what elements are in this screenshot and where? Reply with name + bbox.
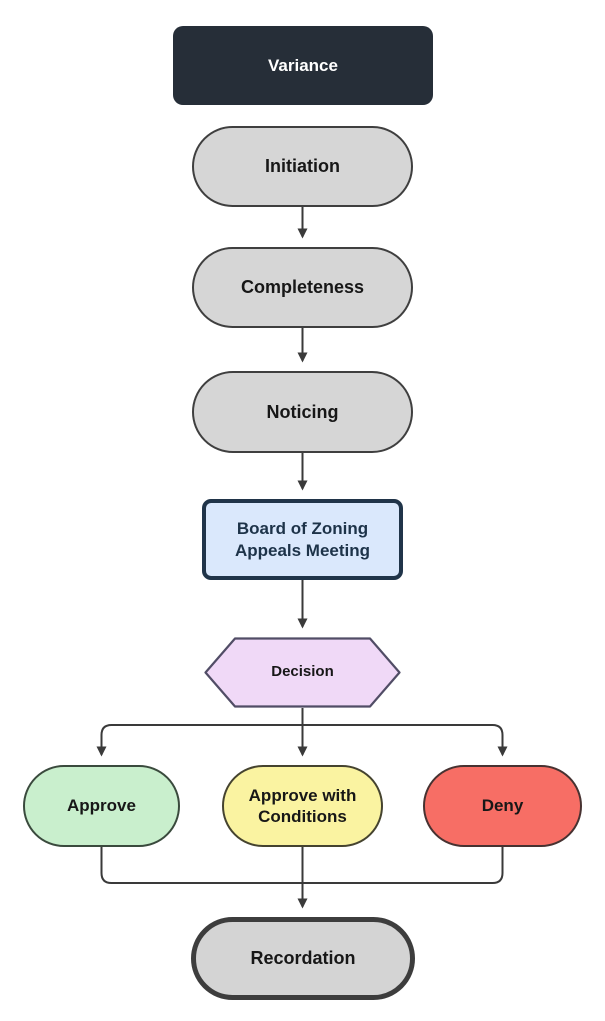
node-approve-with-conditions: Approve with Conditions (222, 765, 383, 847)
decision-hexagon-polygon (204, 637, 401, 708)
edge-decision-approve (96, 724, 303, 757)
node-initiation-label: Initiation (265, 156, 340, 177)
node-deny: Deny (423, 765, 582, 847)
edge-deny-merge (302, 847, 504, 884)
node-initiation: Initiation (192, 126, 413, 207)
node-approve-with-conditions-label: Approve with Conditions (248, 785, 357, 826)
node-decision: Decision (204, 637, 401, 708)
node-variance: Variance (173, 26, 433, 105)
node-board-label: Board of Zoning Appeals Meeting (234, 519, 371, 560)
node-variance-label: Variance (268, 55, 338, 75)
node-recordation: Recordation (191, 917, 415, 1000)
node-approve: Approve (23, 765, 180, 847)
node-board-of-zoning-appeals-meeting: Board of Zoning Appeals Meeting (202, 499, 403, 580)
edge-decision-deny (302, 724, 508, 757)
node-decision-label: Decision (271, 663, 334, 681)
node-noticing-label: Noticing (266, 401, 339, 422)
decision-hexagon-shape (204, 637, 401, 708)
node-approve-label: Approve (67, 796, 136, 816)
node-noticing: Noticing (192, 371, 413, 453)
edge-approve-merge (100, 847, 303, 884)
node-deny-label: Deny (481, 796, 524, 816)
node-recordation-label: Recordation (250, 948, 356, 969)
node-completeness: Completeness (192, 247, 413, 328)
node-completeness-label: Completeness (240, 277, 365, 298)
